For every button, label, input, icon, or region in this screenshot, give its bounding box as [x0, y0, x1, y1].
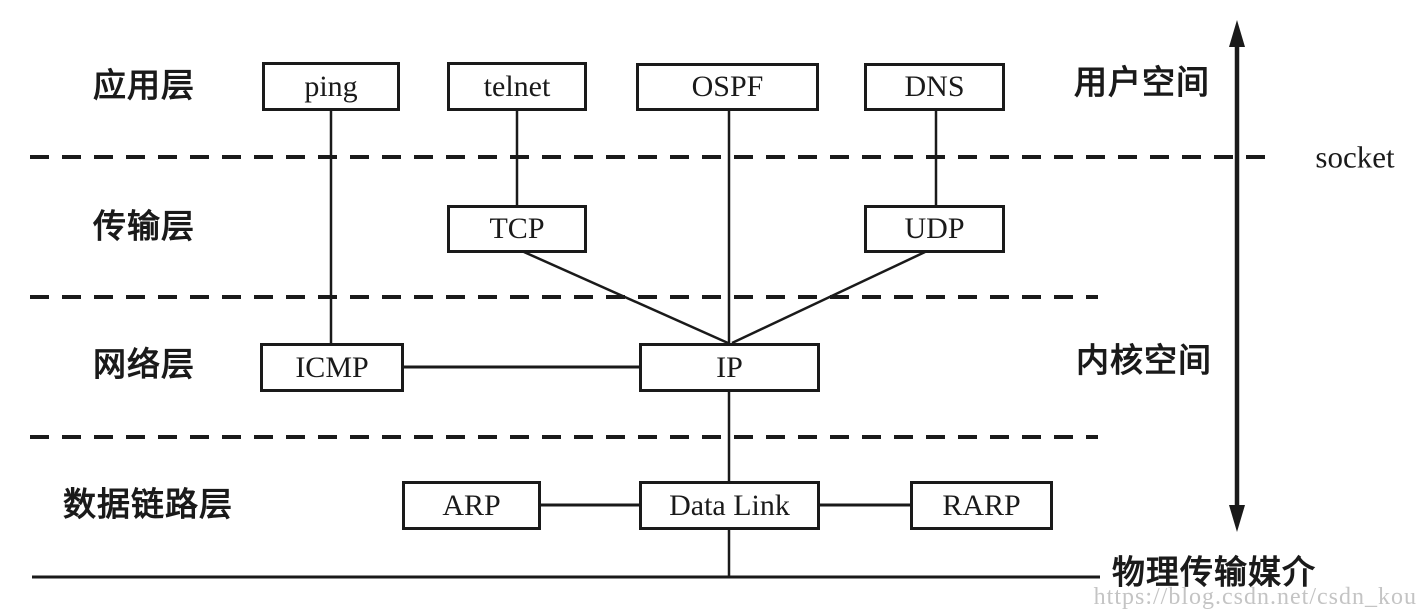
node-data-link: Data Link [639, 481, 820, 530]
vertical-double-arrow-icon [1229, 20, 1245, 532]
layer-label-data-link: 数据链路层 [63, 487, 233, 524]
layer-label-application: 应用层 [93, 68, 195, 105]
node-udp: UDP [864, 205, 1005, 253]
node-rarp: RARP [910, 481, 1053, 530]
region-label-kernel-space: 内核空间 [1076, 343, 1212, 380]
node-tcp: TCP [447, 205, 587, 253]
socket-label: socket [1315, 139, 1395, 175]
edge-tcp-ip [523, 250, 729, 345]
region-label-user-space: 用户空间 [1074, 65, 1210, 102]
edge-udp-ip [731, 250, 926, 345]
csdn-watermark: https://blog.csdn.net/csdn_kou [1093, 584, 1417, 610]
arrowhead-up-icon [1229, 20, 1245, 47]
layer-label-network: 网络层 [93, 347, 195, 384]
node-ip: IP [639, 343, 820, 392]
node-ospf: OSPF [636, 63, 819, 111]
arrowhead-down-icon [1229, 505, 1245, 532]
layer-label-transport: 传输层 [93, 209, 195, 246]
node-icmp: ICMP [260, 343, 404, 392]
node-arp: ARP [402, 481, 541, 530]
region-label-physical-medium: 物理传输媒介 [1112, 555, 1316, 592]
node-ping: ping [262, 62, 400, 111]
node-telnet: telnet [447, 62, 587, 111]
node-dns: DNS [864, 63, 1005, 111]
